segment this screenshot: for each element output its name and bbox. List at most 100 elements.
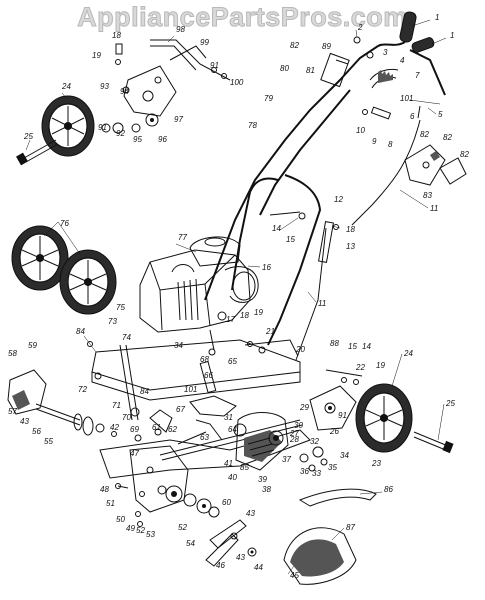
- part-callout: 61: [152, 423, 161, 432]
- front-mount-plate: [7, 369, 257, 567]
- part-callout: 9: [372, 137, 377, 146]
- part-callout: 91: [338, 411, 347, 420]
- part-callout: 17: [226, 315, 235, 324]
- part-callout: 25: [23, 132, 33, 141]
- part-callout: 1: [435, 13, 439, 22]
- part-callout: 93: [100, 82, 109, 91]
- part-callout: 76: [60, 219, 69, 228]
- part-callout: 65: [228, 357, 237, 366]
- part-callout: 30: [294, 421, 303, 430]
- part-callout: 92: [116, 129, 125, 138]
- part-callout: 54: [186, 539, 195, 548]
- part-callout: 73: [108, 317, 117, 326]
- part-callout: 70: [122, 413, 131, 422]
- part-callout: 20: [295, 345, 305, 354]
- part-callout: 23: [371, 459, 381, 468]
- part-callout: 43: [246, 509, 255, 518]
- part-callout: 40: [228, 473, 237, 482]
- part-callout: 78: [248, 121, 257, 130]
- part-callout: 59: [28, 341, 37, 350]
- part-callout: 68: [200, 355, 209, 364]
- part-callout: 24: [61, 82, 71, 91]
- part-callout: 87: [346, 523, 355, 532]
- lower-handle-frame: [231, 174, 341, 361]
- part-callout: 97: [174, 115, 183, 124]
- part-callout: 12: [334, 195, 343, 204]
- part-callout: 46: [216, 561, 225, 570]
- part-callout: 26: [329, 427, 339, 436]
- part-callout: 15: [348, 342, 357, 351]
- part-callout: 94: [120, 87, 129, 96]
- part-callout: 5: [438, 110, 443, 119]
- part-callout: 60: [222, 498, 231, 507]
- part-callout: 86: [384, 485, 393, 494]
- part-callout: 81: [306, 66, 315, 75]
- front-wheel-pair: [11, 225, 117, 315]
- part-callout: 29: [299, 403, 309, 412]
- part-callout: 85: [240, 463, 249, 472]
- part-callout: 57: [8, 407, 17, 416]
- part-callout: 42: [110, 423, 119, 432]
- part-callout: 41: [224, 459, 233, 468]
- part-callout: 34: [340, 451, 349, 460]
- part-callout: 100: [230, 78, 244, 87]
- part-callout: 38: [262, 485, 271, 494]
- part-callout: 95: [133, 135, 142, 144]
- part-callout: 2: [357, 23, 363, 32]
- part-callout: 19: [254, 308, 263, 317]
- part-callout: 49: [126, 524, 135, 533]
- part-callout: 66: [204, 371, 213, 380]
- part-callout: 88: [330, 339, 339, 348]
- part-callout: 44: [254, 563, 263, 572]
- part-callout: 34: [174, 341, 183, 350]
- engine: [139, 236, 259, 356]
- part-callout: 51: [106, 499, 115, 508]
- part-callout: 84: [140, 387, 149, 396]
- part-callout: 89: [322, 42, 331, 51]
- engine-deck: [83, 335, 301, 421]
- part-callout: 35: [328, 463, 337, 472]
- part-callout: 58: [8, 349, 17, 358]
- part-callout: 18: [112, 31, 121, 40]
- part-callout: 18: [346, 225, 355, 234]
- part-callout: 33: [312, 469, 321, 478]
- part-callout: 14: [362, 342, 371, 351]
- part-callout: 19: [376, 361, 385, 370]
- part-callout: 43: [20, 417, 29, 426]
- part-callout: 27: [289, 429, 299, 438]
- part-callout: 52: [136, 526, 145, 535]
- part-callout: 53: [146, 530, 155, 539]
- part-callout: 8: [388, 140, 393, 149]
- part-callout: 45: [290, 571, 299, 580]
- part-callout: 11: [430, 204, 438, 213]
- part-callout: 67: [176, 405, 185, 414]
- part-callout: 52: [178, 523, 187, 532]
- part-callout: 7: [415, 71, 420, 80]
- part-callout: 31: [224, 413, 233, 422]
- part-callout: 91: [98, 123, 107, 132]
- part-callout: 16: [262, 263, 271, 272]
- blade-guard: [283, 527, 357, 585]
- part-callout: 79: [264, 94, 273, 103]
- part-callout: 82: [420, 130, 429, 139]
- part-callout: 69: [130, 425, 139, 434]
- part-callout: 22: [355, 363, 365, 372]
- part-callout: 83: [423, 191, 432, 200]
- part-callout: 21: [265, 327, 275, 336]
- part-callout: 75: [116, 303, 125, 312]
- part-callout: 47: [130, 449, 139, 458]
- right-rear-wheel: [298, 369, 454, 507]
- part-callout: 43: [236, 553, 245, 562]
- part-callout: 14: [272, 224, 281, 233]
- blade-drive-housing: [99, 360, 311, 479]
- part-callout: 15: [286, 235, 295, 244]
- part-callout: 24: [403, 349, 413, 358]
- part-callout: 72: [78, 385, 87, 394]
- part-callout: 82: [460, 150, 469, 159]
- part-callout: 10: [356, 126, 365, 135]
- part-callout: 98: [176, 25, 185, 34]
- part-callout: 74: [122, 333, 131, 342]
